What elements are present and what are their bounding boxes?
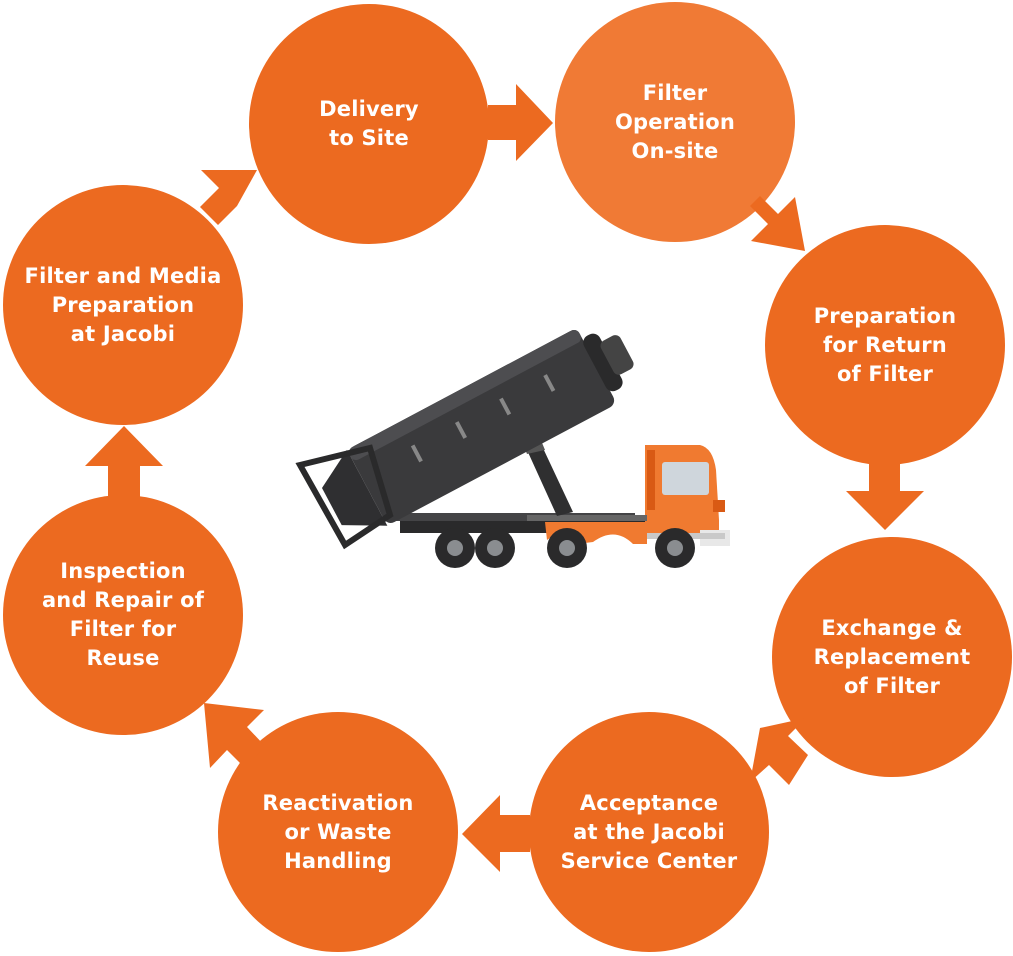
step-label: Reactivation or Waste Handling <box>262 790 414 873</box>
step-label: Acceptance at the Jacobi Service Center <box>560 790 738 873</box>
step-delivery-to-site: Delivery to Site <box>249 4 489 244</box>
step-acceptance-service-center: Acceptance at the Jacobi Service Center <box>529 712 769 952</box>
step-reactivation-waste-handling: Reactivation or Waste Handling <box>218 712 458 952</box>
step-label: Filter and Media Preparation at Jacobi <box>24 263 222 346</box>
arrow-up-icon <box>85 426 163 498</box>
arrow-down-icon <box>846 461 924 530</box>
arrow-left-icon <box>462 795 530 872</box>
step-filter-media-preparation: Filter and Media Preparation at Jacobi <box>3 185 243 425</box>
step-label: Delivery to Site <box>319 97 419 150</box>
arrow-up-right-icon <box>200 170 257 225</box>
step-label: Preparation for Return of Filter <box>813 303 957 386</box>
step-label: Exchange & Replacement of Filter <box>813 615 971 698</box>
arrow-right-icon <box>488 84 553 161</box>
step-inspection-repair: Inspection and Repair of Filter for Reus… <box>3 495 243 735</box>
step-label: Inspection and Repair of Filter for Reus… <box>41 559 205 670</box>
step-preparation-for-return: Preparation for Return of Filter <box>765 225 1005 465</box>
step-exchange-replacement: Exchange & Replacement of Filter <box>772 537 1012 777</box>
step-label: Filter Operation On-site <box>614 80 736 163</box>
step-filter-operation-on-site: Filter Operation On-site <box>555 2 795 242</box>
tipper-truck-icon <box>295 330 730 568</box>
